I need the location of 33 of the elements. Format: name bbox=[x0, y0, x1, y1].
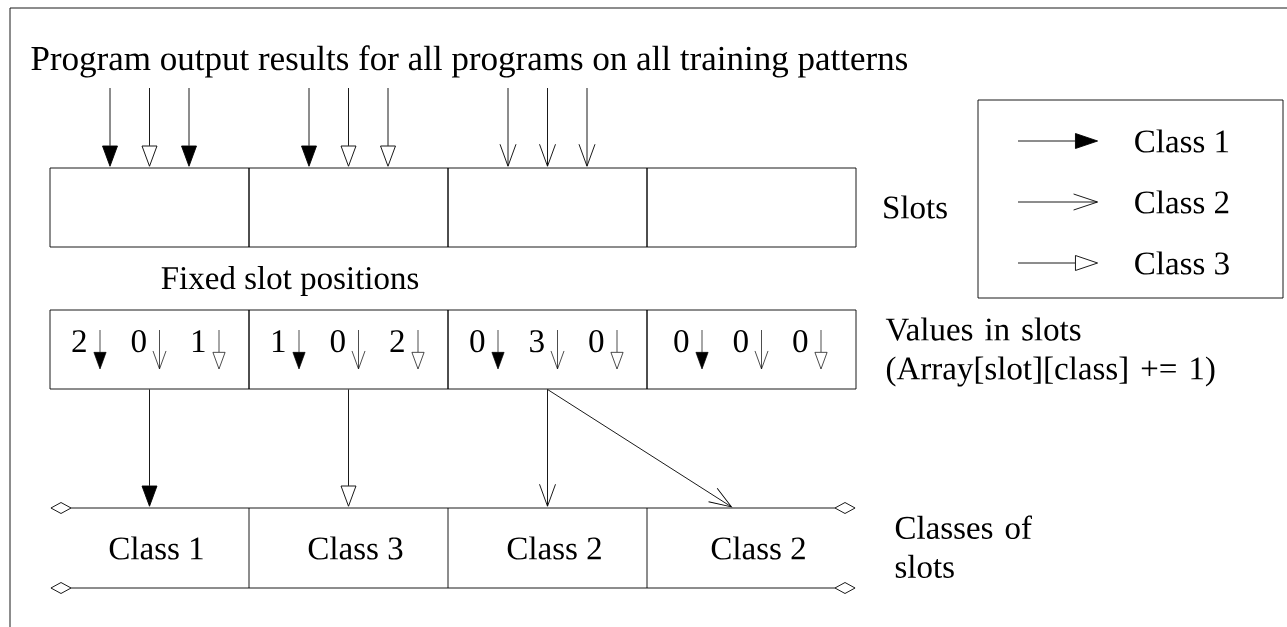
slot-box bbox=[248, 167, 449, 248]
legend-label: Class 3 bbox=[1135, 251, 1229, 275]
value-box: 0 0 0 bbox=[646, 309, 857, 390]
arrow bbox=[141, 87, 158, 167]
arrow bbox=[499, 87, 517, 167]
class-cell: Class 2 bbox=[507, 536, 601, 560]
class-cell: Class 1 bbox=[109, 536, 203, 560]
arrow bbox=[539, 87, 556, 167]
arrow bbox=[340, 87, 357, 167]
class-cell: Class 3 bbox=[308, 536, 403, 560]
arrow bbox=[539, 389, 556, 507]
class-cell: Class 2 bbox=[711, 536, 805, 560]
slot-box bbox=[447, 167, 648, 248]
legend-label: Class 1 bbox=[1135, 129, 1229, 153]
value-box: 0 3 0 bbox=[447, 309, 648, 390]
legend-label: Class 2 bbox=[1135, 190, 1229, 214]
arrow bbox=[380, 87, 396, 167]
slot-box bbox=[49, 167, 250, 248]
note-label: Values in slots (Array[slot][class] += 1) bbox=[885, 317, 1215, 387]
arrow bbox=[547, 389, 732, 508]
note-label: Fixed slot positions bbox=[161, 266, 419, 296]
note-label: Slots bbox=[884, 195, 947, 219]
arrow bbox=[340, 389, 357, 507]
value-box: 1 0 2 bbox=[248, 309, 449, 390]
value-box: 2 0 1 bbox=[49, 309, 250, 390]
slot-box bbox=[646, 167, 857, 248]
arrow bbox=[141, 389, 158, 507]
arrow bbox=[181, 87, 197, 167]
arrow bbox=[578, 87, 596, 167]
note-label: Classes of slots bbox=[895, 515, 1032, 578]
arrow bbox=[301, 87, 317, 167]
heading: Program output results for all programs on all training patterns bbox=[31, 45, 908, 78]
arrow bbox=[102, 87, 118, 167]
